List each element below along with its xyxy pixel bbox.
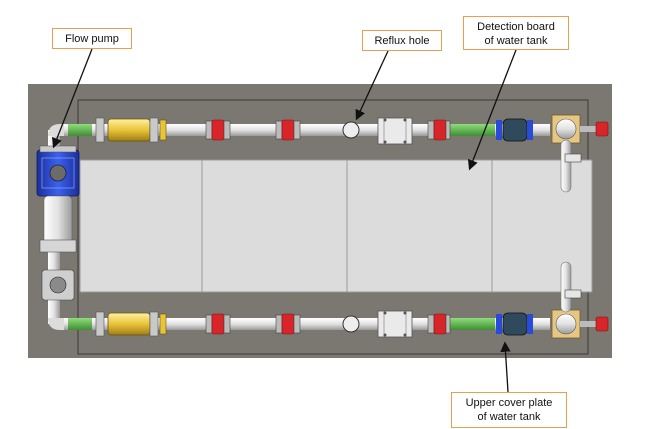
bottom-yellow-filter xyxy=(107,312,151,336)
upper-cover-label: Upper cover plate of water tank xyxy=(451,392,567,428)
bottom-valve-3 xyxy=(427,313,451,335)
detection-board-label: Detection board of water tank xyxy=(463,16,569,50)
top-yellow-filter xyxy=(107,118,151,142)
reflux-hole-pointer xyxy=(355,50,389,121)
flow-pump-label: Flow pump xyxy=(52,28,132,49)
top-valve-3 xyxy=(427,119,451,141)
detection-board-pointer xyxy=(467,49,517,171)
detection-board-label-line-2: of water tank xyxy=(484,35,548,47)
upper-cover-plate xyxy=(79,159,593,293)
top-valve-2 xyxy=(275,119,301,141)
bottom-coupling-block xyxy=(377,306,413,342)
upper-cover-label-line-2: of water tank xyxy=(477,411,541,423)
bottom-valve-1 xyxy=(205,313,231,335)
top-valve-1 xyxy=(205,119,231,141)
pump-housing xyxy=(43,195,73,247)
bottom-green-segment-right xyxy=(450,318,495,330)
flow-pump-pointer xyxy=(52,48,93,149)
bottom-right-elbow xyxy=(551,261,609,339)
bottom-flow-meter xyxy=(496,312,533,336)
top-green-segment-left xyxy=(68,124,92,136)
bottom-valve-2 xyxy=(275,313,301,335)
upper-cover-pointer xyxy=(500,341,511,393)
top-coupling-block xyxy=(377,113,413,149)
flow-pump-assembly xyxy=(36,124,80,330)
bottom-green-segment-left xyxy=(68,318,92,330)
detection-board-label-line-1: Detection board xyxy=(477,21,555,33)
reflux-hole-label: Reflux hole xyxy=(362,30,442,51)
top-right-elbow xyxy=(551,114,609,193)
bottom-reflux-hole xyxy=(342,315,360,333)
upper-cover-label-line-1: Upper cover plate xyxy=(465,397,553,409)
top-reflux-hole xyxy=(342,121,360,139)
top-pipe-line xyxy=(60,113,609,193)
top-green-segment-right xyxy=(450,124,495,136)
bottom-pipe-line xyxy=(60,261,609,342)
top-flow-meter xyxy=(496,118,533,142)
